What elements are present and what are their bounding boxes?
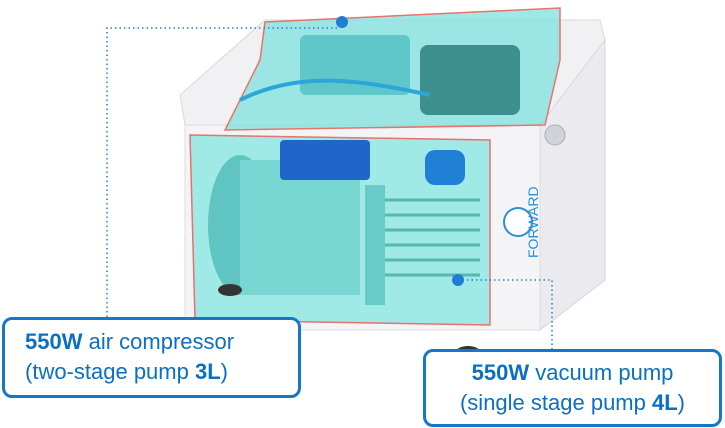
pump-handle — [280, 140, 370, 180]
callout-detail: (single stage pump 4L) — [426, 388, 719, 418]
leader-line-vacuum — [458, 279, 553, 349]
foot — [218, 284, 242, 296]
callout-title: 550W vacuum pump — [426, 358, 719, 388]
marker-dot-compressor — [336, 16, 348, 28]
leader-line-compressor — [106, 27, 338, 317]
marker-dot-vacuum — [452, 274, 464, 286]
air-hose — [239, 78, 431, 102]
compressor-motor — [420, 45, 520, 115]
detail-suffix: ) — [220, 359, 228, 384]
pump-exhaust — [425, 150, 465, 185]
detail-text: (single stage pump — [459, 390, 652, 415]
brand-logo-icon — [503, 207, 533, 237]
callout-detail: (two-stage pump 3L) — [25, 357, 298, 387]
air-compressor-callout: 550W air compressor (two-stage pump 3L) — [2, 317, 301, 398]
capacity: 4L — [651, 390, 678, 415]
detail-text: (two-stage pump — [25, 359, 195, 384]
brand-logo-text: FORWARD — [525, 186, 541, 258]
vacuum-pump-callout: 550W vacuum pump (single stage pump 4L) — [423, 349, 722, 427]
component-name: air compressor — [82, 329, 235, 354]
component-name: vacuum pump — [529, 360, 674, 385]
capacity: 3L — [194, 359, 221, 384]
pump-housing — [365, 185, 385, 305]
pressure-gauge — [544, 124, 566, 146]
power-rating: 550W — [25, 329, 83, 354]
detail-suffix: ) — [677, 390, 685, 415]
pump-motor — [240, 160, 360, 295]
callout-title: 550W air compressor — [25, 327, 298, 357]
power-rating: 550W — [471, 360, 530, 385]
